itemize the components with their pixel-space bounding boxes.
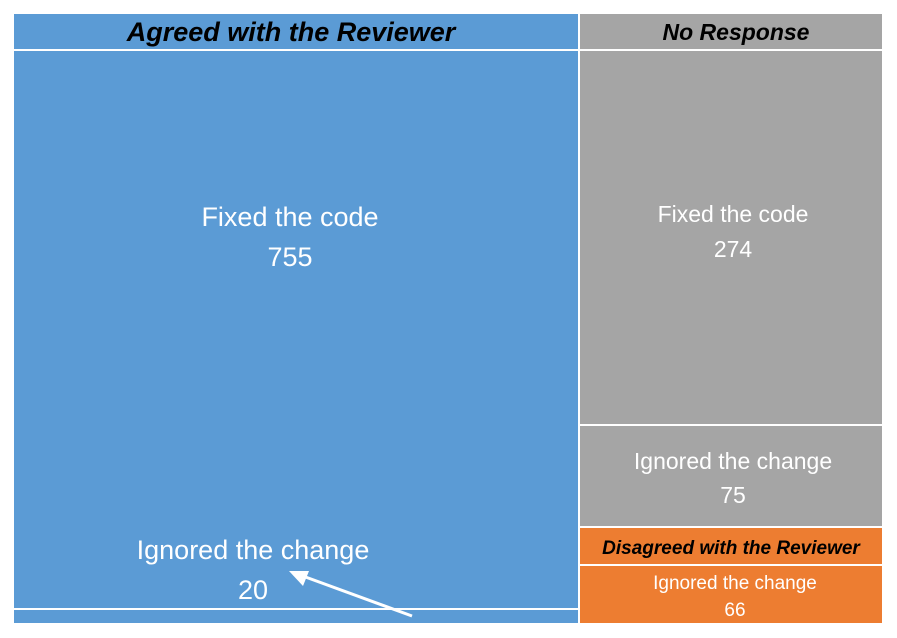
tile-no-response-ignored-value: 75 <box>720 482 746 508</box>
tile-no-response-fixed-label: Fixed the code <box>658 201 809 227</box>
tile-disagreed-ignored-label: Ignored the change <box>653 573 817 594</box>
tile-agreed-fixed-label: Fixed the code <box>201 202 378 232</box>
header-agreed-rect <box>12 12 580 51</box>
arrow-head <box>289 571 309 586</box>
tile-agreed-fixed <box>12 49 580 610</box>
group-disagreed: Disagreed with the Reviewer Ignored the … <box>578 526 884 625</box>
group-no-response: No Response Fixed the code 274 Ignored t… <box>578 12 884 528</box>
header-no-response-label: No Response <box>663 19 810 45</box>
tile-agreed-ignored-label: Ignored the change <box>137 535 370 565</box>
arrow-shaft <box>299 573 413 618</box>
header-disagreed-rect <box>578 526 884 566</box>
tile-disagreed-ignored <box>578 564 884 625</box>
tile-agreed-fixed-value: 755 <box>267 242 312 272</box>
tile-no-response-fixed-value: 274 <box>714 236 753 262</box>
tile-no-response-ignored-label: Ignored the change <box>634 448 832 474</box>
tile-agreed-ignored <box>12 608 580 625</box>
tile-no-response-ignored <box>578 424 884 528</box>
tile-agreed-ignored-value: 20 <box>238 575 268 605</box>
annotation-arrow <box>289 571 413 618</box>
header-disagreed-label: Disagreed with the Reviewer <box>602 538 861 559</box>
tile-disagreed-ignored-value: 66 <box>724 600 745 621</box>
header-agreed-label: Agreed with the Reviewer <box>126 17 457 47</box>
group-agreed: Agreed with the Reviewer Fixed the code … <box>12 12 580 625</box>
header-no-response-rect <box>578 12 884 51</box>
tile-no-response-fixed <box>578 49 884 426</box>
